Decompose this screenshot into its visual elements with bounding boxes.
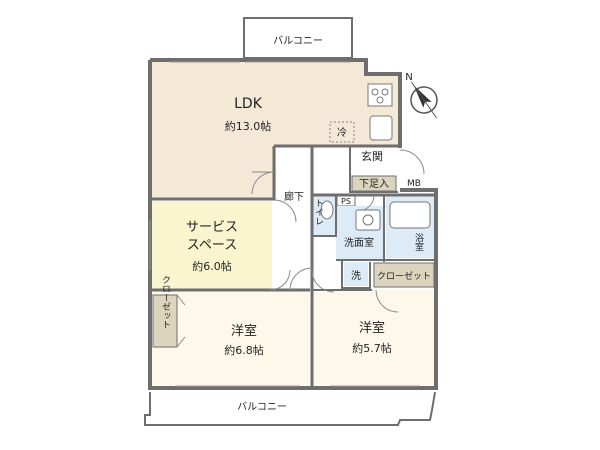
washer-label: 洗 xyxy=(351,270,361,282)
western-left-room xyxy=(152,292,309,385)
compass-north-icon xyxy=(410,81,438,119)
western-left-area: 約6.8帖 xyxy=(224,343,264,357)
western-right-name: 洋室 xyxy=(359,320,385,336)
western-left-name: 洋室 xyxy=(231,323,257,339)
washer-space xyxy=(344,262,368,286)
western-right-area: 約5.7帖 xyxy=(352,341,392,355)
balcony-bottom-label: バルコニー xyxy=(237,401,287,413)
ps-label: PS xyxy=(341,197,351,206)
shoe-box-label: 下足入 xyxy=(359,178,389,190)
bath-label: 浴室 xyxy=(413,233,424,251)
fridge-label: 冷 xyxy=(337,126,347,139)
balcony-bottom xyxy=(144,391,436,426)
washroom-label: 洗面室 xyxy=(344,236,374,249)
ldk-area: 約13.0帖 xyxy=(225,119,272,133)
service-space-room xyxy=(152,201,272,289)
fridge xyxy=(329,121,355,143)
balcony-top-label: バルコニー xyxy=(273,35,323,47)
compass-label: N xyxy=(405,72,412,83)
toilet-fixture xyxy=(320,200,334,220)
closet-left-label: クローゼット xyxy=(160,275,171,329)
hallway-label: 廊下 xyxy=(284,190,304,203)
ldk-room xyxy=(152,62,398,198)
service-space-line1: サービス xyxy=(186,220,238,235)
balcony-top xyxy=(243,17,353,59)
door-swings xyxy=(176,149,425,348)
bathtub xyxy=(389,201,431,229)
western-right-room xyxy=(313,289,434,385)
washbasin xyxy=(355,209,381,231)
shoe-box xyxy=(351,175,397,192)
service-space-line2: スペース xyxy=(187,238,237,253)
windows xyxy=(149,61,420,387)
closet-right-label: クローゼット xyxy=(377,270,431,282)
ldk-name: LDK xyxy=(234,96,263,112)
toilet-label: トイレ xyxy=(313,199,324,226)
mb-label: MB xyxy=(407,179,421,189)
walls xyxy=(148,58,438,390)
hallway xyxy=(276,146,312,290)
closet-left xyxy=(152,294,178,348)
kitchen-sink xyxy=(369,115,393,141)
entrance-label: 玄関 xyxy=(361,149,383,163)
service-space-area: 約6.0帖 xyxy=(192,259,232,273)
